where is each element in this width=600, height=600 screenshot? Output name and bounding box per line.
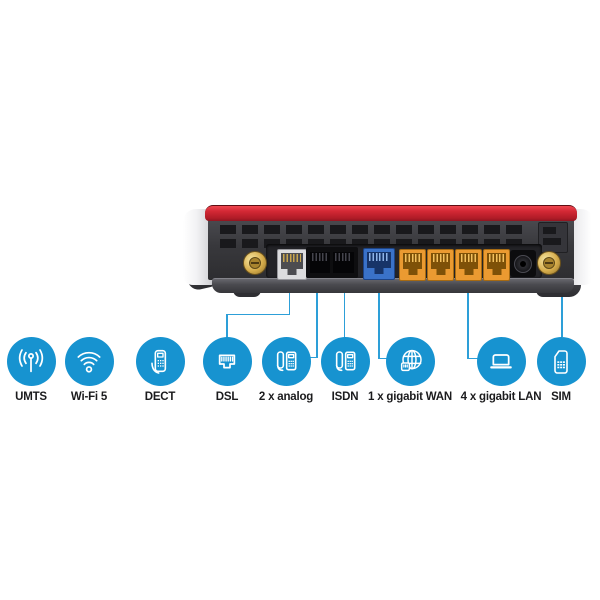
feature-circle bbox=[6, 337, 56, 386]
lan-port-3 bbox=[455, 249, 482, 281]
feature-wan: 1 x gigabit WAN bbox=[360, 337, 460, 403]
port-notch bbox=[408, 269, 417, 275]
feature-label: UMTS bbox=[15, 391, 47, 403]
sim-slot-cover bbox=[538, 222, 568, 253]
wan-port bbox=[363, 248, 395, 280]
antenna-connector-left bbox=[243, 251, 267, 275]
port-pins bbox=[461, 254, 476, 262]
port-opening bbox=[281, 253, 303, 269]
connector-line-isdn bbox=[343, 284, 345, 338]
port-notch bbox=[287, 269, 297, 275]
connector-line-lan bbox=[467, 357, 478, 359]
port-pins bbox=[283, 254, 301, 262]
feature-isdn: ISDN bbox=[295, 337, 395, 403]
feature-label: SIM bbox=[551, 391, 571, 403]
feature-circle bbox=[536, 337, 586, 386]
router-bottom-edge bbox=[212, 278, 574, 293]
feature-label: 2 x analog bbox=[258, 391, 314, 403]
port-pins bbox=[312, 253, 328, 261]
feature-circle bbox=[320, 337, 370, 386]
lan-port-2 bbox=[427, 249, 454, 281]
port-notch bbox=[374, 268, 384, 274]
phone-handset-keypad-icon bbox=[276, 350, 297, 371]
feature-circle bbox=[135, 337, 185, 386]
port-opening bbox=[487, 253, 506, 269]
lan-port-4 bbox=[483, 249, 510, 281]
feature-circle bbox=[64, 337, 114, 386]
vent-slot bbox=[543, 227, 556, 234]
port-notch bbox=[436, 269, 445, 275]
connector-line-dsl bbox=[226, 313, 290, 315]
port-pins bbox=[369, 253, 389, 261]
feature-label: Wi-Fi 5 bbox=[70, 391, 108, 403]
port-opening bbox=[459, 253, 478, 269]
router-foot-bump bbox=[536, 289, 564, 297]
isdn-phone-jack bbox=[333, 252, 354, 273]
port-notch bbox=[464, 269, 473, 275]
feature-dect: DECT bbox=[110, 337, 210, 403]
feature-umts: UMTS bbox=[0, 337, 81, 403]
connector-line-dsl bbox=[226, 313, 228, 338]
power-jack bbox=[510, 250, 536, 277]
wifi-icon bbox=[77, 351, 101, 373]
connector-line-sim bbox=[561, 284, 563, 337]
globe-plug-icon bbox=[400, 349, 422, 371]
phone-handset-keypad-icon bbox=[335, 350, 356, 371]
antenna-screw-pin bbox=[249, 257, 261, 269]
power-jack-ring bbox=[514, 255, 532, 273]
connector-line-lan bbox=[467, 284, 469, 359]
connector-line-analog bbox=[309, 356, 317, 358]
connector-line-dsl bbox=[288, 284, 290, 315]
port-opening bbox=[403, 253, 422, 269]
connector-line-wan bbox=[378, 284, 380, 359]
antenna-screw-pin bbox=[543, 257, 555, 269]
feature-sim: SIM bbox=[511, 337, 600, 403]
port-pins bbox=[405, 254, 420, 262]
vent-slots-row bbox=[220, 239, 526, 248]
feature-label: 1 x gigabit WAN bbox=[368, 391, 452, 403]
power-jack-hole bbox=[520, 261, 526, 267]
port-pins bbox=[335, 253, 352, 261]
port-opening bbox=[431, 253, 450, 269]
feature-circle bbox=[476, 337, 526, 386]
feature-label: 4 x gigabit LAN bbox=[460, 391, 542, 403]
vent-slots-row bbox=[220, 225, 526, 234]
antenna-icon bbox=[18, 348, 44, 372]
feature-label: DECT bbox=[144, 391, 176, 403]
feature-analog: 2 x analog bbox=[236, 337, 336, 403]
connector-line-analog bbox=[316, 284, 318, 358]
rj45-jack-icon bbox=[218, 353, 236, 369]
lan-port-1 bbox=[399, 249, 426, 281]
port-pins bbox=[489, 254, 504, 262]
feature-wifi5: Wi-Fi 5 bbox=[39, 337, 139, 403]
analog-phone-jack bbox=[310, 252, 330, 273]
router-foot-bump bbox=[233, 289, 261, 297]
feature-dsl: DSL bbox=[177, 337, 277, 403]
port-notch bbox=[492, 269, 501, 275]
vent-slot bbox=[543, 238, 561, 245]
sim-card-icon bbox=[554, 349, 568, 374]
feature-circle bbox=[261, 337, 311, 386]
feature-circle bbox=[202, 337, 252, 386]
feature-lan: 4 x gigabit LAN bbox=[451, 337, 551, 403]
feature-label: ISDN bbox=[331, 391, 359, 403]
feature-circle bbox=[385, 337, 435, 386]
antenna-connector-right bbox=[537, 251, 561, 275]
router-red-top bbox=[205, 205, 577, 221]
dsl-port bbox=[277, 249, 307, 280]
laptop-icon bbox=[490, 353, 512, 368]
connector-line-wan bbox=[378, 357, 387, 359]
phone-jack-housing bbox=[306, 247, 358, 278]
feature-label: DSL bbox=[215, 391, 239, 403]
cordless-phone-icon bbox=[151, 349, 167, 374]
port-opening bbox=[367, 252, 391, 268]
port-pins bbox=[433, 254, 448, 262]
